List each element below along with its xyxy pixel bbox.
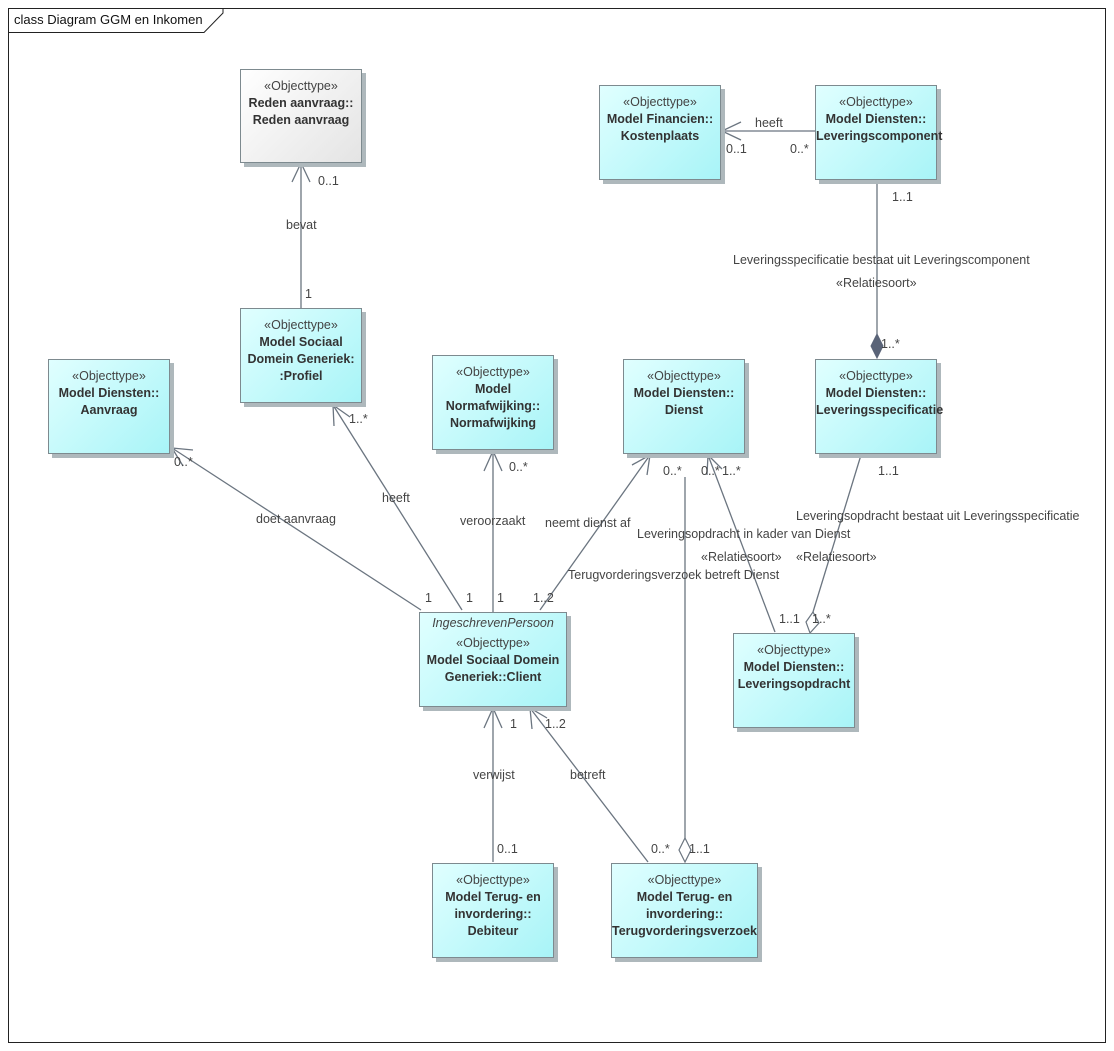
diagram-frame: [8, 8, 1106, 1043]
class-name: Model Financien:: Kostenplaats: [606, 112, 714, 143]
label-levspec-levcomp: Leveringsspecificatie bestaat uit Leveri…: [733, 253, 1030, 267]
frame-title-tab: [8, 8, 224, 33]
stereotype-label: «Objecttype»: [839, 95, 913, 109]
class-profiel[interactable]: «Objecttype» Model Sociaal Domein Generi…: [240, 308, 362, 403]
edge-heeft-profiel: [332, 404, 463, 611]
arrowhead-normafwijking: [483, 449, 503, 472]
arrowhead-dienst: [631, 453, 651, 476]
class-client[interactable]: IngeschrevenPersoon «Objecttype» Model S…: [419, 612, 567, 707]
mult-aanvraag: 0..*: [174, 455, 193, 469]
mult-client-normafwijking: 1: [497, 591, 504, 605]
label-doet-aanvraag: doet aanvraag: [256, 512, 336, 526]
mult-levopdr-1: 1..1: [779, 612, 800, 626]
edge-betreft: [529, 707, 649, 863]
arrowhead-profiel: [332, 403, 351, 427]
label-relatiesoort-3: «Relatiesoort»: [796, 550, 877, 564]
arrowhead-reden: [291, 161, 311, 183]
label-levopdr-levspec: Leveringsopdracht bestaat uit Leveringss…: [796, 509, 1080, 523]
edge-neemt-dienst: [539, 454, 651, 611]
label-heeft-profiel: heeft: [382, 491, 410, 505]
label-verwijst: verwijst: [473, 768, 515, 782]
mult-client-debiteur: 1: [510, 717, 517, 731]
label-veroorzaakt: veroorzaakt: [460, 514, 526, 528]
class-leveringsopdracht[interactable]: «Objecttype» Model Diensten:: Leveringso…: [733, 633, 855, 728]
stereotype-label: «Objecttype»: [72, 369, 146, 383]
frame-title: class Diagram GGM en Inkomen: [14, 12, 203, 27]
stereotype-label: «Objecttype»: [264, 79, 338, 93]
class-name: Model Diensten:: Leveringscomponent: [816, 112, 943, 143]
class-leveringsspecificatie[interactable]: «Objecttype» Model Diensten:: Leveringss…: [815, 359, 944, 454]
label-betreft: betreft: [570, 768, 606, 782]
arrowhead-client-2: [529, 706, 548, 730]
mult-client-profiel: 1: [466, 591, 473, 605]
stereotype-label: «Objecttype»: [647, 369, 721, 383]
edge-levopdr-dienst: [707, 454, 776, 633]
stereotype-label: «Objecttype»: [757, 643, 831, 657]
arrowhead-kostenplaats: [720, 121, 742, 141]
class-name: Model Terug- en invordering:: Debiteur: [445, 890, 541, 938]
mult-debiteur: 0..1: [497, 842, 518, 856]
class-leveringscomponent[interactable]: «Objecttype» Model Diensten:: Leveringsc…: [815, 85, 943, 180]
mult-normafwijking: 0..*: [509, 460, 528, 474]
stereotype-label: «Objecttype»: [839, 369, 913, 383]
class-name: Model Normafwijking:: Normafwijking: [445, 382, 541, 430]
mult-levcomp: 0..*: [790, 142, 809, 156]
arrowhead-dienst-2: [706, 453, 723, 476]
mult-levspec-levopdr: 1..1: [878, 464, 899, 478]
mult-levcomp-levspec: 1..1: [892, 190, 913, 204]
mult-dienst-1: 0..*: [663, 464, 682, 478]
class-terugvorderingsverzoek[interactable]: «Objecttype» Model Terug- en invordering…: [611, 863, 758, 958]
mult-levspec-levcomp: 1..*: [881, 337, 900, 351]
stereotype-label: «Objecttype»: [456, 365, 530, 379]
label-relatiesoort-1: «Relatiesoort»: [836, 276, 917, 290]
mult-levopdr-2: 1..*: [812, 612, 831, 626]
class-debiteur[interactable]: «Objecttype» Model Terug- en invordering…: [432, 863, 554, 958]
mult-bevat-profiel: 1: [305, 287, 312, 301]
class-normafwijking[interactable]: «Objecttype» Model Normafwijking:: Norma…: [432, 355, 554, 450]
edge-levopdr-levspec: [812, 454, 862, 613]
mult-client-dienst: 1..2: [533, 591, 554, 605]
aggregation-diamond-terugvz: [678, 836, 692, 864]
label-levopdr-dienst: Leveringsopdracht in kader van Dienst: [637, 527, 851, 541]
stereotype-label: «Objecttype»: [623, 95, 697, 109]
composition-diamond: [870, 332, 884, 360]
mult-profiel: 1..*: [349, 412, 368, 426]
stereotype-label: «Objecttype»: [647, 873, 722, 887]
stereotype-label: «Objecttype»: [264, 318, 338, 332]
mult-terugvz-dienst: 1..1: [689, 842, 710, 856]
mult-dienst-3: 1..*: [722, 464, 741, 478]
label-terugvz-dienst: Terugvorderingsverzoek betreft Dienst: [568, 568, 780, 582]
mult-kostenplaats: 0..1: [726, 142, 747, 156]
class-stereotype-italic: IngeschrevenPersoon: [432, 616, 554, 630]
stereotype-label: «Objecttype»: [456, 636, 530, 650]
mult-client-terugvz: 1..2: [545, 717, 566, 731]
class-name: Model Diensten:: Dienst: [633, 386, 735, 417]
label-bevat: bevat: [286, 218, 317, 232]
mult-bevat-reden: 0..1: [318, 174, 339, 188]
class-name: Model Terug- en invordering:: Terugvorde…: [612, 890, 757, 938]
class-name: Model Diensten:: Leveringsopdracht: [737, 660, 851, 691]
label-heeft-kostenplaats: heeft: [755, 116, 783, 130]
class-aanvraag[interactable]: «Objecttype» Model Diensten:: Aanvraag: [48, 359, 170, 454]
class-name: Model Diensten:: Aanvraag: [58, 386, 160, 417]
stereotype-label: «Objecttype»: [456, 873, 530, 887]
class-name: Model Sociaal Domein Generiek: :Profiel: [247, 335, 355, 383]
mult-client-aanvraag: 1: [425, 591, 432, 605]
mult-terugvz-client: 0..*: [651, 842, 670, 856]
class-name: Model Sociaal Domein Generiek::Client: [426, 653, 560, 684]
arrowhead-client: [483, 706, 503, 729]
mult-dienst-2: 0..*: [701, 464, 720, 478]
class-dienst[interactable]: «Objecttype» Model Diensten:: Dienst: [623, 359, 745, 454]
label-relatiesoort-2: «Relatiesoort»: [701, 550, 782, 564]
class-kostenplaats[interactable]: «Objecttype» Model Financien:: Kostenpla…: [599, 85, 721, 180]
class-reden-aanvraag[interactable]: «Objecttype» Reden aanvraag:: Reden aanv…: [240, 69, 362, 163]
class-name: Model Diensten:: Leveringsspecificatie: [816, 386, 944, 417]
edge-doet-aanvraag: [171, 447, 422, 611]
arrowhead-aanvraag: [170, 447, 194, 467]
label-neemt-dienst: neemt dienst af: [545, 516, 631, 530]
class-name: Reden aanvraag:: Reden aanvraag: [248, 96, 354, 127]
